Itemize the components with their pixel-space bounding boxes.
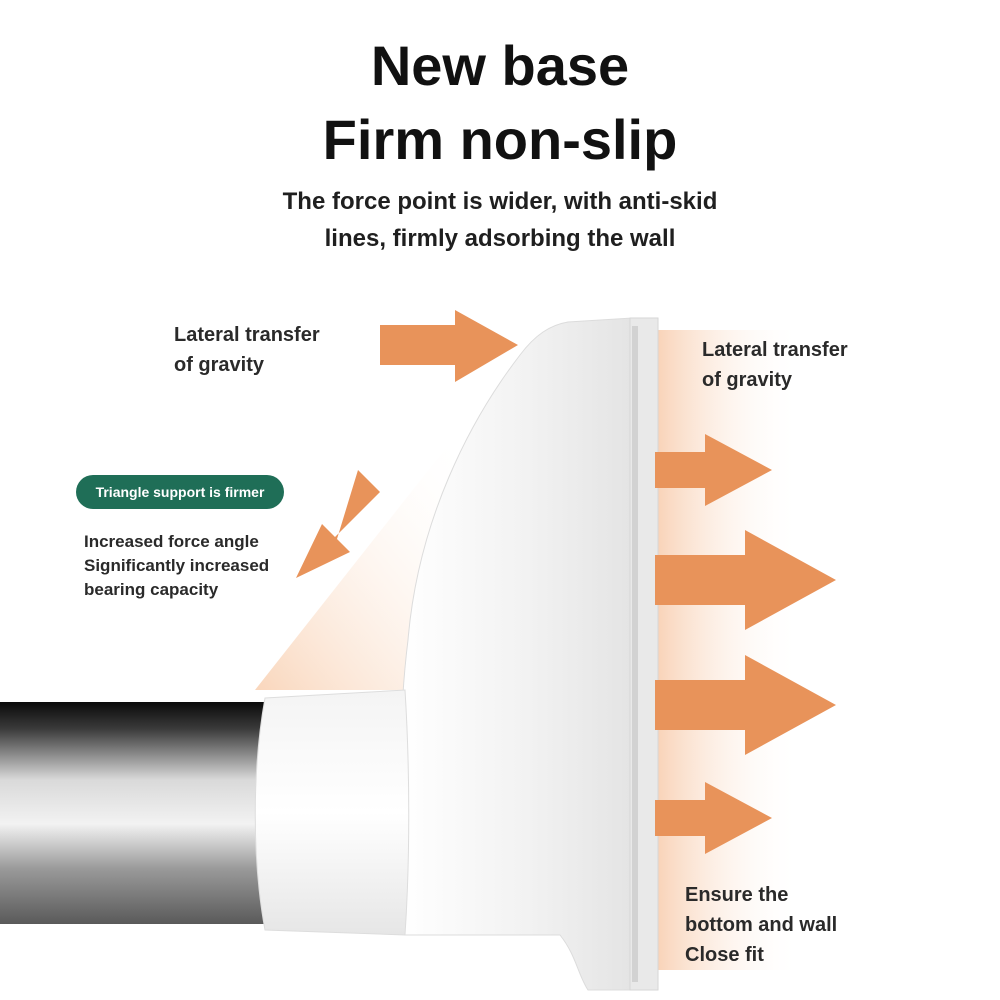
arrow-diagonal-down-left <box>296 470 380 578</box>
callout-bottom-right-line-2: bottom and wall <box>685 914 838 936</box>
wall-glow <box>650 330 800 970</box>
subtitle-line-2: lines, firmly adsorbing the wall <box>324 225 676 252</box>
arrow-right-3 <box>655 655 836 755</box>
base-sleeve <box>254 689 410 936</box>
triangle-support-badge: Triangle support is firmer <box>76 475 284 509</box>
callout-bottom-right-line-3: Close fit <box>685 944 764 966</box>
base-body <box>399 317 633 991</box>
arrow-right-1 <box>655 434 772 506</box>
triangle-support-glow <box>255 430 460 690</box>
callout-top-left-line-2: of gravity <box>174 354 265 376</box>
callout-top-right-line-2: of gravity <box>702 369 793 391</box>
anti-skid-edge <box>632 326 638 982</box>
callout-left-line-3: bearing capacity <box>84 580 219 599</box>
arrow-top-left-right <box>380 310 518 382</box>
callout-top-right-line-1: Lateral transfer <box>702 339 848 361</box>
arrow-right-4 <box>655 782 772 854</box>
subtitle-line-1: The force point is wider, with anti-skid <box>282 188 718 215</box>
callout-left-line-2: Significantly increased <box>84 556 270 575</box>
callout-left-line-1: Increased force angle <box>84 532 259 551</box>
title-line-1: New base <box>370 34 630 97</box>
callout-bottom-right-line-1: Ensure the <box>685 884 789 906</box>
callout-top-left-line-1: Lateral transfer <box>174 324 320 346</box>
metal-rod <box>0 702 270 924</box>
arrow-right-2 <box>655 530 836 630</box>
title-line-2: Firm non-slip <box>322 108 678 171</box>
force-arrows <box>296 310 836 854</box>
